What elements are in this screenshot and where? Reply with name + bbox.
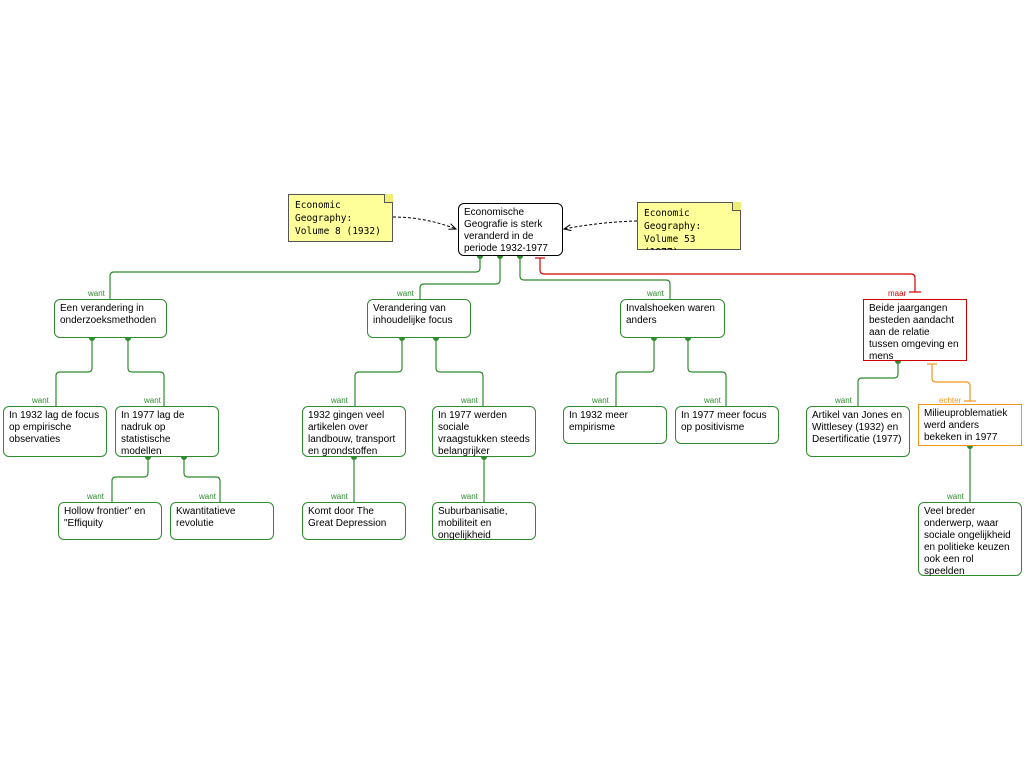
topic-text: In 1932 meer empirisme bbox=[569, 410, 628, 433]
edge-main-b bbox=[419, 256, 501, 299]
note-volume-8-text: Economic Geography: Volume 8 (1932) bbox=[295, 200, 381, 237]
edge-main-a bbox=[109, 256, 481, 299]
edge-b-b1 bbox=[354, 338, 403, 406]
label-want-b1a: want bbox=[331, 492, 348, 501]
main-topic-text: Economische Geografie is sterk veranderd… bbox=[464, 207, 548, 254]
label-want-d1: want bbox=[835, 396, 852, 405]
label-want-d2a: want bbox=[947, 492, 964, 501]
edge-a2-a2b bbox=[183, 457, 221, 502]
edge-note1-main bbox=[392, 216, 456, 229]
edge-d-d1 bbox=[857, 361, 899, 406]
label-want-c: want bbox=[647, 289, 664, 298]
edge-c-c2 bbox=[687, 338, 727, 406]
topic-great-depression[interactable]: Komt door The Great Depression bbox=[302, 502, 406, 540]
topic-text: 1932 gingen veel artikelen over landbouw… bbox=[308, 410, 396, 457]
topic-onderzoeksmethoden[interactable]: Een verandering in onderzoeksmethoden bbox=[54, 299, 167, 338]
label-want-b: want bbox=[397, 289, 414, 298]
topic-text: In 1977 lag de nadruk op statistische mo… bbox=[121, 410, 185, 457]
label-maar-d: maar bbox=[888, 289, 907, 298]
topic-text: Suburbanisatie, mobiliteit en ongelijkhe… bbox=[438, 506, 508, 541]
edge-b-b2 bbox=[435, 338, 484, 406]
note-fold-icon bbox=[384, 194, 393, 203]
label-want-b1: want bbox=[331, 396, 348, 405]
topic-text: Hollow frontier" en "Effiquity bbox=[64, 506, 146, 529]
label-want-a: want bbox=[88, 289, 105, 298]
topic-text: Milieuproblematiek werd anders bekeken i… bbox=[924, 408, 1008, 443]
topic-1932-landbouw[interactable]: 1932 gingen veel artikelen over landbouw… bbox=[302, 406, 406, 457]
topic-text: Artikel van Jones en Wittlesey (1932) en… bbox=[812, 410, 903, 445]
topic-text: Invalshoeken waren anders bbox=[626, 303, 715, 326]
topic-1932-empirisme[interactable]: In 1932 meer empirisme bbox=[563, 406, 667, 444]
edge-d-d2 bbox=[931, 364, 971, 401]
topic-text: Kwantitatieve revolutie bbox=[176, 506, 236, 529]
edge-a-a2 bbox=[127, 338, 165, 406]
topic-breder-onderwerp[interactable]: Veel breder onderwerp, waar sociale onge… bbox=[918, 502, 1022, 577]
edge-c-c1 bbox=[615, 338, 655, 406]
topic-inhoudelijke-focus[interactable]: Verandering van inhoudelijke focus bbox=[367, 299, 471, 338]
label-want-a1: want bbox=[32, 396, 49, 405]
edge-note2-main bbox=[564, 220, 638, 229]
label-want-a2b: want bbox=[199, 492, 216, 501]
topic-text: Verandering van inhoudelijke focus bbox=[373, 303, 453, 326]
topic-text: In 1932 lag de focus op empirische obser… bbox=[9, 410, 100, 445]
note-volume-53[interactable]: Economic Geography: Volume 53 (1977) bbox=[637, 202, 741, 250]
edge-a2-a2a bbox=[111, 457, 149, 502]
edge-main-c bbox=[519, 256, 671, 299]
label-want-a2a: want bbox=[87, 492, 104, 501]
label-want-b2a: want bbox=[461, 492, 478, 501]
topic-text: Veel breder onderwerp, waar sociale onge… bbox=[924, 506, 1011, 577]
edge-a-a1 bbox=[55, 338, 93, 406]
topic-text: In 1977 meer focus op positivisme bbox=[681, 410, 767, 433]
edge-main-d bbox=[539, 258, 916, 292]
topic-1977-statistische-modellen[interactable]: In 1977 lag de nadruk op statistische mo… bbox=[115, 406, 219, 457]
label-want-b2: want bbox=[461, 396, 478, 405]
topic-jones-wittlesey[interactable]: Artikel van Jones en Wittlesey (1932) en… bbox=[806, 406, 910, 457]
topic-1932-empirische-observaties[interactable]: In 1932 lag de focus op empirische obser… bbox=[3, 406, 107, 457]
label-echter-d2: echter bbox=[939, 396, 962, 405]
topic-1977-sociale-vraagstukken[interactable]: In 1977 werden sociale vraagstukken stee… bbox=[432, 406, 536, 457]
label-want-c2: want bbox=[704, 396, 721, 405]
topic-kwantitatieve-revolutie[interactable]: Kwantitatieve revolutie bbox=[170, 502, 274, 540]
label-want-c1: want bbox=[592, 396, 609, 405]
topic-text: Een verandering in onderzoeksmethoden bbox=[60, 303, 157, 326]
topic-milieuproblematiek[interactable]: Milieuproblematiek werd anders bekeken i… bbox=[918, 404, 1022, 446]
topic-text: Beide jaargangen besteden aandacht aan d… bbox=[869, 303, 959, 362]
note-fold-icon bbox=[732, 202, 741, 211]
topic-text: Komt door The Great Depression bbox=[308, 506, 387, 529]
topic-omgeving-en-mens[interactable]: Beide jaargangen besteden aandacht aan d… bbox=[863, 299, 967, 362]
topic-text: In 1977 werden sociale vraagstukken stee… bbox=[438, 410, 530, 457]
topic-invalshoeken[interactable]: Invalshoeken waren anders bbox=[620, 299, 725, 338]
topic-suburbanisatie[interactable]: Suburbanisatie, mobiliteit en ongelijkhe… bbox=[432, 502, 536, 541]
note-volume-8[interactable]: Economic Geography: Volume 8 (1932) bbox=[288, 194, 393, 242]
topic-1977-positivisme[interactable]: In 1977 meer focus op positivisme bbox=[675, 406, 779, 444]
main-topic[interactable]: Economische Geografie is sterk veranderd… bbox=[458, 203, 563, 256]
topic-hollow-frontier[interactable]: Hollow frontier" en "Effiquity bbox=[58, 502, 162, 540]
label-want-a2: want bbox=[144, 396, 161, 405]
